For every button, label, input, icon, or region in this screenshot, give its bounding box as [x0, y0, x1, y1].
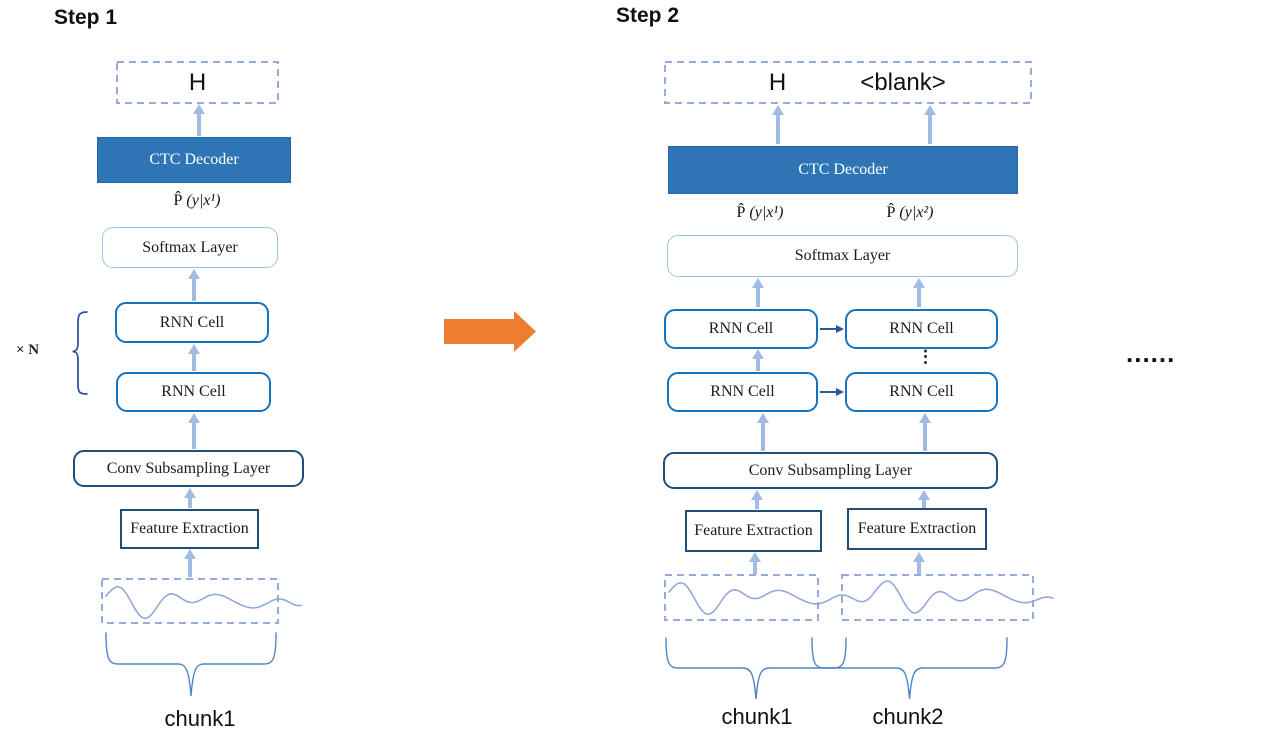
prob-arg: (y|x¹) — [745, 204, 784, 221]
step2-title: Step 2 — [616, 4, 680, 27]
step-transition-arrow-icon — [444, 311, 536, 352]
arrow-up-icon — [751, 278, 765, 307]
step2-rnn-cell-top-right: RNN Cell — [845, 309, 998, 349]
arrow-right-icon — [820, 323, 844, 335]
arrow-right-icon — [820, 386, 844, 398]
step2-ctc-decoder-box: CTC Decoder — [668, 146, 1018, 194]
step1-ctc-decoder-box: CTC Decoder — [97, 137, 291, 183]
step1-chunk1-brace — [105, 632, 277, 697]
step2-output-blank: <blank> — [860, 68, 946, 96]
arrow-up-icon — [750, 490, 764, 509]
step2-rnn-cell-bottom-left: RNN Cell — [667, 372, 818, 412]
more-chunks-ellipsis: ...... — [1126, 338, 1176, 368]
arrow-up-icon — [183, 549, 197, 577]
step2-chunk2-label: chunk2 — [872, 704, 944, 729]
arrow-up-icon — [192, 104, 206, 136]
arrow-up-icon — [187, 344, 201, 371]
step2-softmax-box: Softmax Layer — [667, 235, 1018, 277]
prob-phat: P̂ — [736, 204, 746, 221]
arrow-up-icon — [918, 413, 932, 451]
step2-chunk1-label: chunk1 — [721, 704, 793, 729]
step2-chunk2-dashed-box — [841, 574, 1034, 621]
step1-feature-extraction-box: Feature Extraction — [120, 509, 259, 549]
arrow-up-icon — [187, 413, 201, 449]
arrow-up-icon — [771, 105, 785, 144]
step1-rnn-cell-top: RNN Cell — [115, 302, 269, 343]
arrow-up-icon — [912, 278, 926, 307]
prob-arg: (y|x¹) — [182, 192, 221, 209]
step2-prob2-label: P̂ (y|x²) — [840, 204, 980, 222]
step2-chunk1-dashed-box — [664, 574, 819, 621]
repeat-n-label: × N — [16, 342, 40, 358]
repeat-bracket — [72, 311, 88, 395]
step1-conv-subsampling-box: Conv Subsampling Layer — [73, 450, 304, 487]
vertical-ellipsis: ⋮ — [917, 347, 934, 366]
prob-phat: P̂ — [173, 192, 183, 209]
step2-chunk1-brace — [665, 637, 847, 700]
step1-chunk1-label: chunk1 — [164, 706, 236, 731]
step1-output-hypothesis: H — [188, 68, 207, 96]
arrow-up-icon — [756, 413, 770, 451]
step1-rnn-cell-bottom: RNN Cell — [116, 372, 271, 412]
arrow-up-icon — [183, 488, 197, 508]
step2-rnn-cell-top-left: RNN Cell — [664, 309, 818, 349]
arrow-up-icon — [748, 552, 762, 574]
prob-phat: P̂ — [886, 204, 896, 221]
step1-chunk1-dashed-box — [101, 578, 279, 624]
step1-audio-waveform — [105, 586, 302, 620]
step2-feature-extraction-left: Feature Extraction — [685, 510, 822, 552]
step1-title: Step 1 — [54, 6, 118, 29]
step2-audio-waveform — [668, 580, 1054, 616]
step1-prob-label: P̂ (y|x¹) — [127, 192, 267, 210]
prob-arg: (y|x²) — [895, 204, 934, 221]
step2-chunk2-brace — [811, 637, 1008, 700]
arrow-up-icon — [917, 490, 931, 509]
step2-feature-extraction-right: Feature Extraction — [847, 508, 987, 550]
arrow-up-icon — [751, 349, 765, 371]
step2-prob1-label: P̂ (y|x¹) — [690, 204, 830, 222]
arrow-up-icon — [187, 269, 201, 301]
step2-rnn-cell-bottom-right: RNN Cell — [845, 372, 998, 412]
step2-conv-subsampling-box: Conv Subsampling Layer — [663, 452, 998, 489]
step1-softmax-box: Softmax Layer — [102, 227, 278, 268]
arrow-up-icon — [923, 105, 937, 144]
step2-output-hypothesis: H — [768, 68, 787, 96]
arrow-up-icon — [912, 552, 926, 574]
